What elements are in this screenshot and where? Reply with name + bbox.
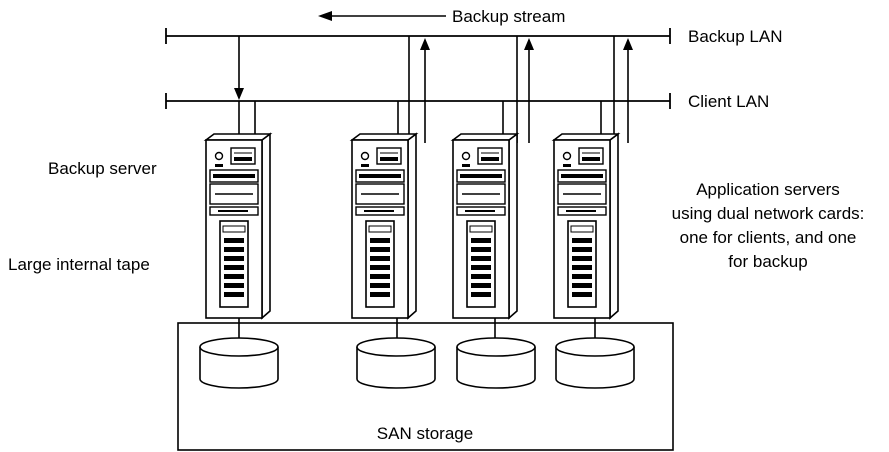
backup-stream-label: Backup stream xyxy=(452,7,565,26)
caption-line: Application servers xyxy=(696,180,840,199)
application-servers-caption: Application servers using dual network c… xyxy=(672,180,865,271)
caption-line: using dual network cards: xyxy=(672,204,865,223)
backup-server-links xyxy=(234,36,256,143)
backup-lan-label: Backup LAN xyxy=(688,27,783,46)
disk-icon xyxy=(555,337,635,389)
backup-lan-bus xyxy=(165,28,671,44)
app-server-1-links xyxy=(397,36,430,143)
app-server-1-icon xyxy=(351,133,417,319)
san-storage-label: SAN storage xyxy=(377,424,473,443)
app-server-2-links xyxy=(502,36,534,143)
app-server-2-icon xyxy=(452,133,518,319)
client-lan-bus xyxy=(165,93,671,109)
backup-stream-arrow xyxy=(318,11,446,21)
caption-line: for backup xyxy=(728,252,807,271)
caption-line: one for clients, and one xyxy=(680,228,857,247)
backup-server-icon xyxy=(205,133,271,319)
app-server-3-links xyxy=(600,36,633,143)
disk-icon xyxy=(199,337,279,389)
app-server-3-icon xyxy=(553,133,619,319)
large-internal-tape-label: Large internal tape xyxy=(8,255,150,274)
client-lan-label: Client LAN xyxy=(688,92,769,111)
disk-icon xyxy=(356,337,436,389)
disk-icon xyxy=(456,337,536,389)
backup-server-label: Backup server xyxy=(48,159,157,178)
